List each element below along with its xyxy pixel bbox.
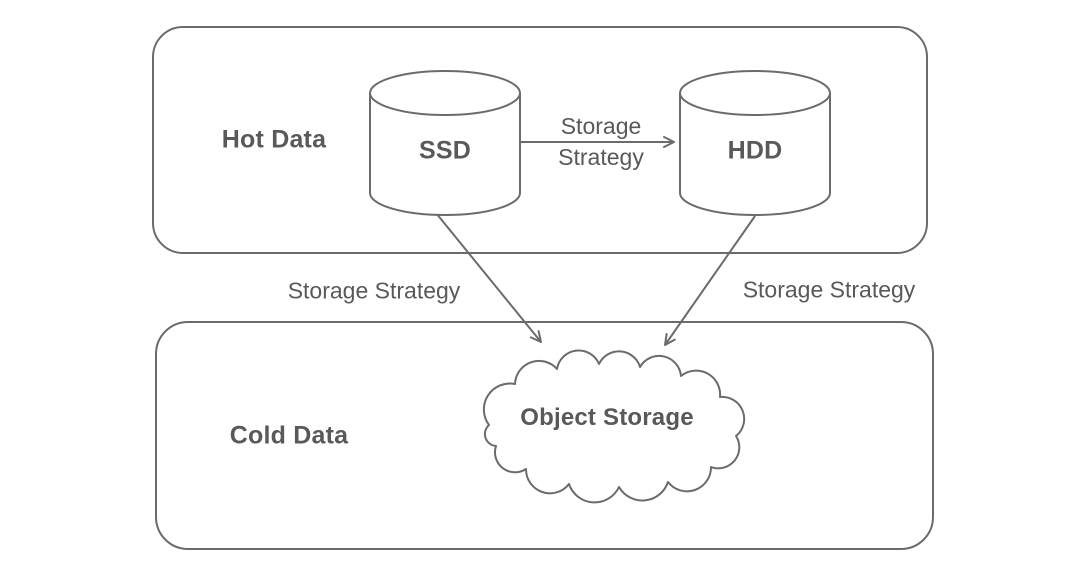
cloud-icon: [482, 349, 746, 504]
object-storage-node-label: Object Storage: [520, 404, 694, 431]
ssd-cylinder-icon: [369, 70, 521, 216]
cold-data-zone-box: [155, 321, 934, 550]
arrow-hdd-to-cloud: [664, 215, 756, 346]
hot-data-zone-box: [152, 26, 928, 254]
ssd-node-label: SSD: [418, 136, 472, 165]
hdd-cylinder-icon: [679, 70, 831, 216]
edge-label-ssd-to-cloud: Storage Strategy: [287, 277, 461, 304]
arrow-ssd-to-cloud: [435, 212, 542, 343]
hot-data-zone-label: Hot Data: [221, 125, 327, 154]
cold-data-zone-label: Cold Data: [229, 421, 349, 450]
edge-label-ssd-to-hdd: Storage Strategy: [558, 113, 644, 170]
edge-label-hdd-to-cloud: Storage Strategy: [742, 276, 916, 303]
hdd-node-label: HDD: [727, 136, 783, 165]
